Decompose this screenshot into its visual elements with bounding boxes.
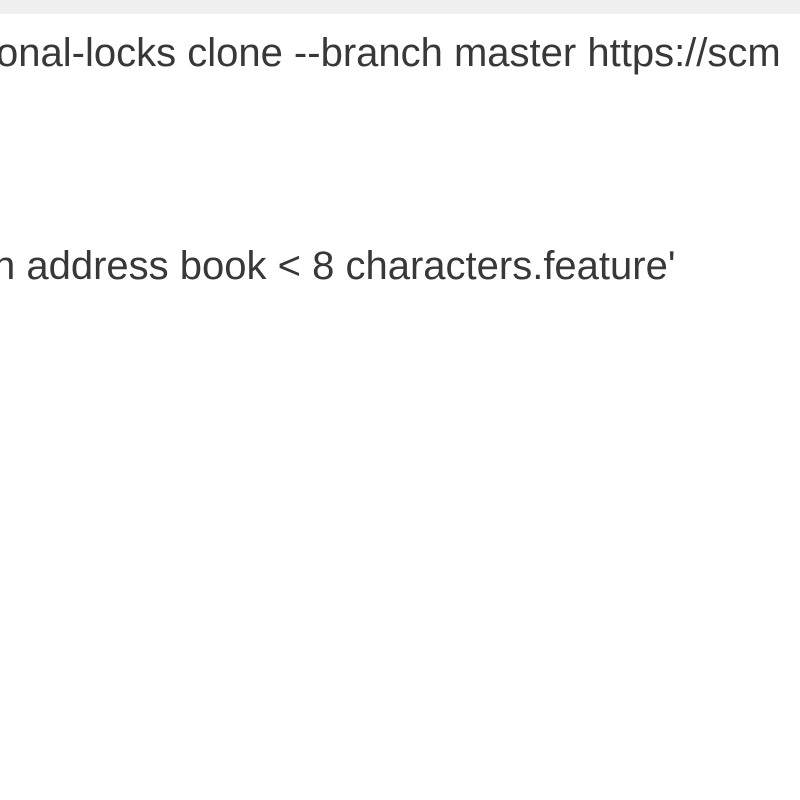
git-clone-command-text: onal-locks clone --branch master https:/… [0, 31, 781, 75]
feature-file-path-text: n address book < 8 characters.feature' [0, 244, 676, 288]
window-top-gray-strip [0, 0, 800, 14]
